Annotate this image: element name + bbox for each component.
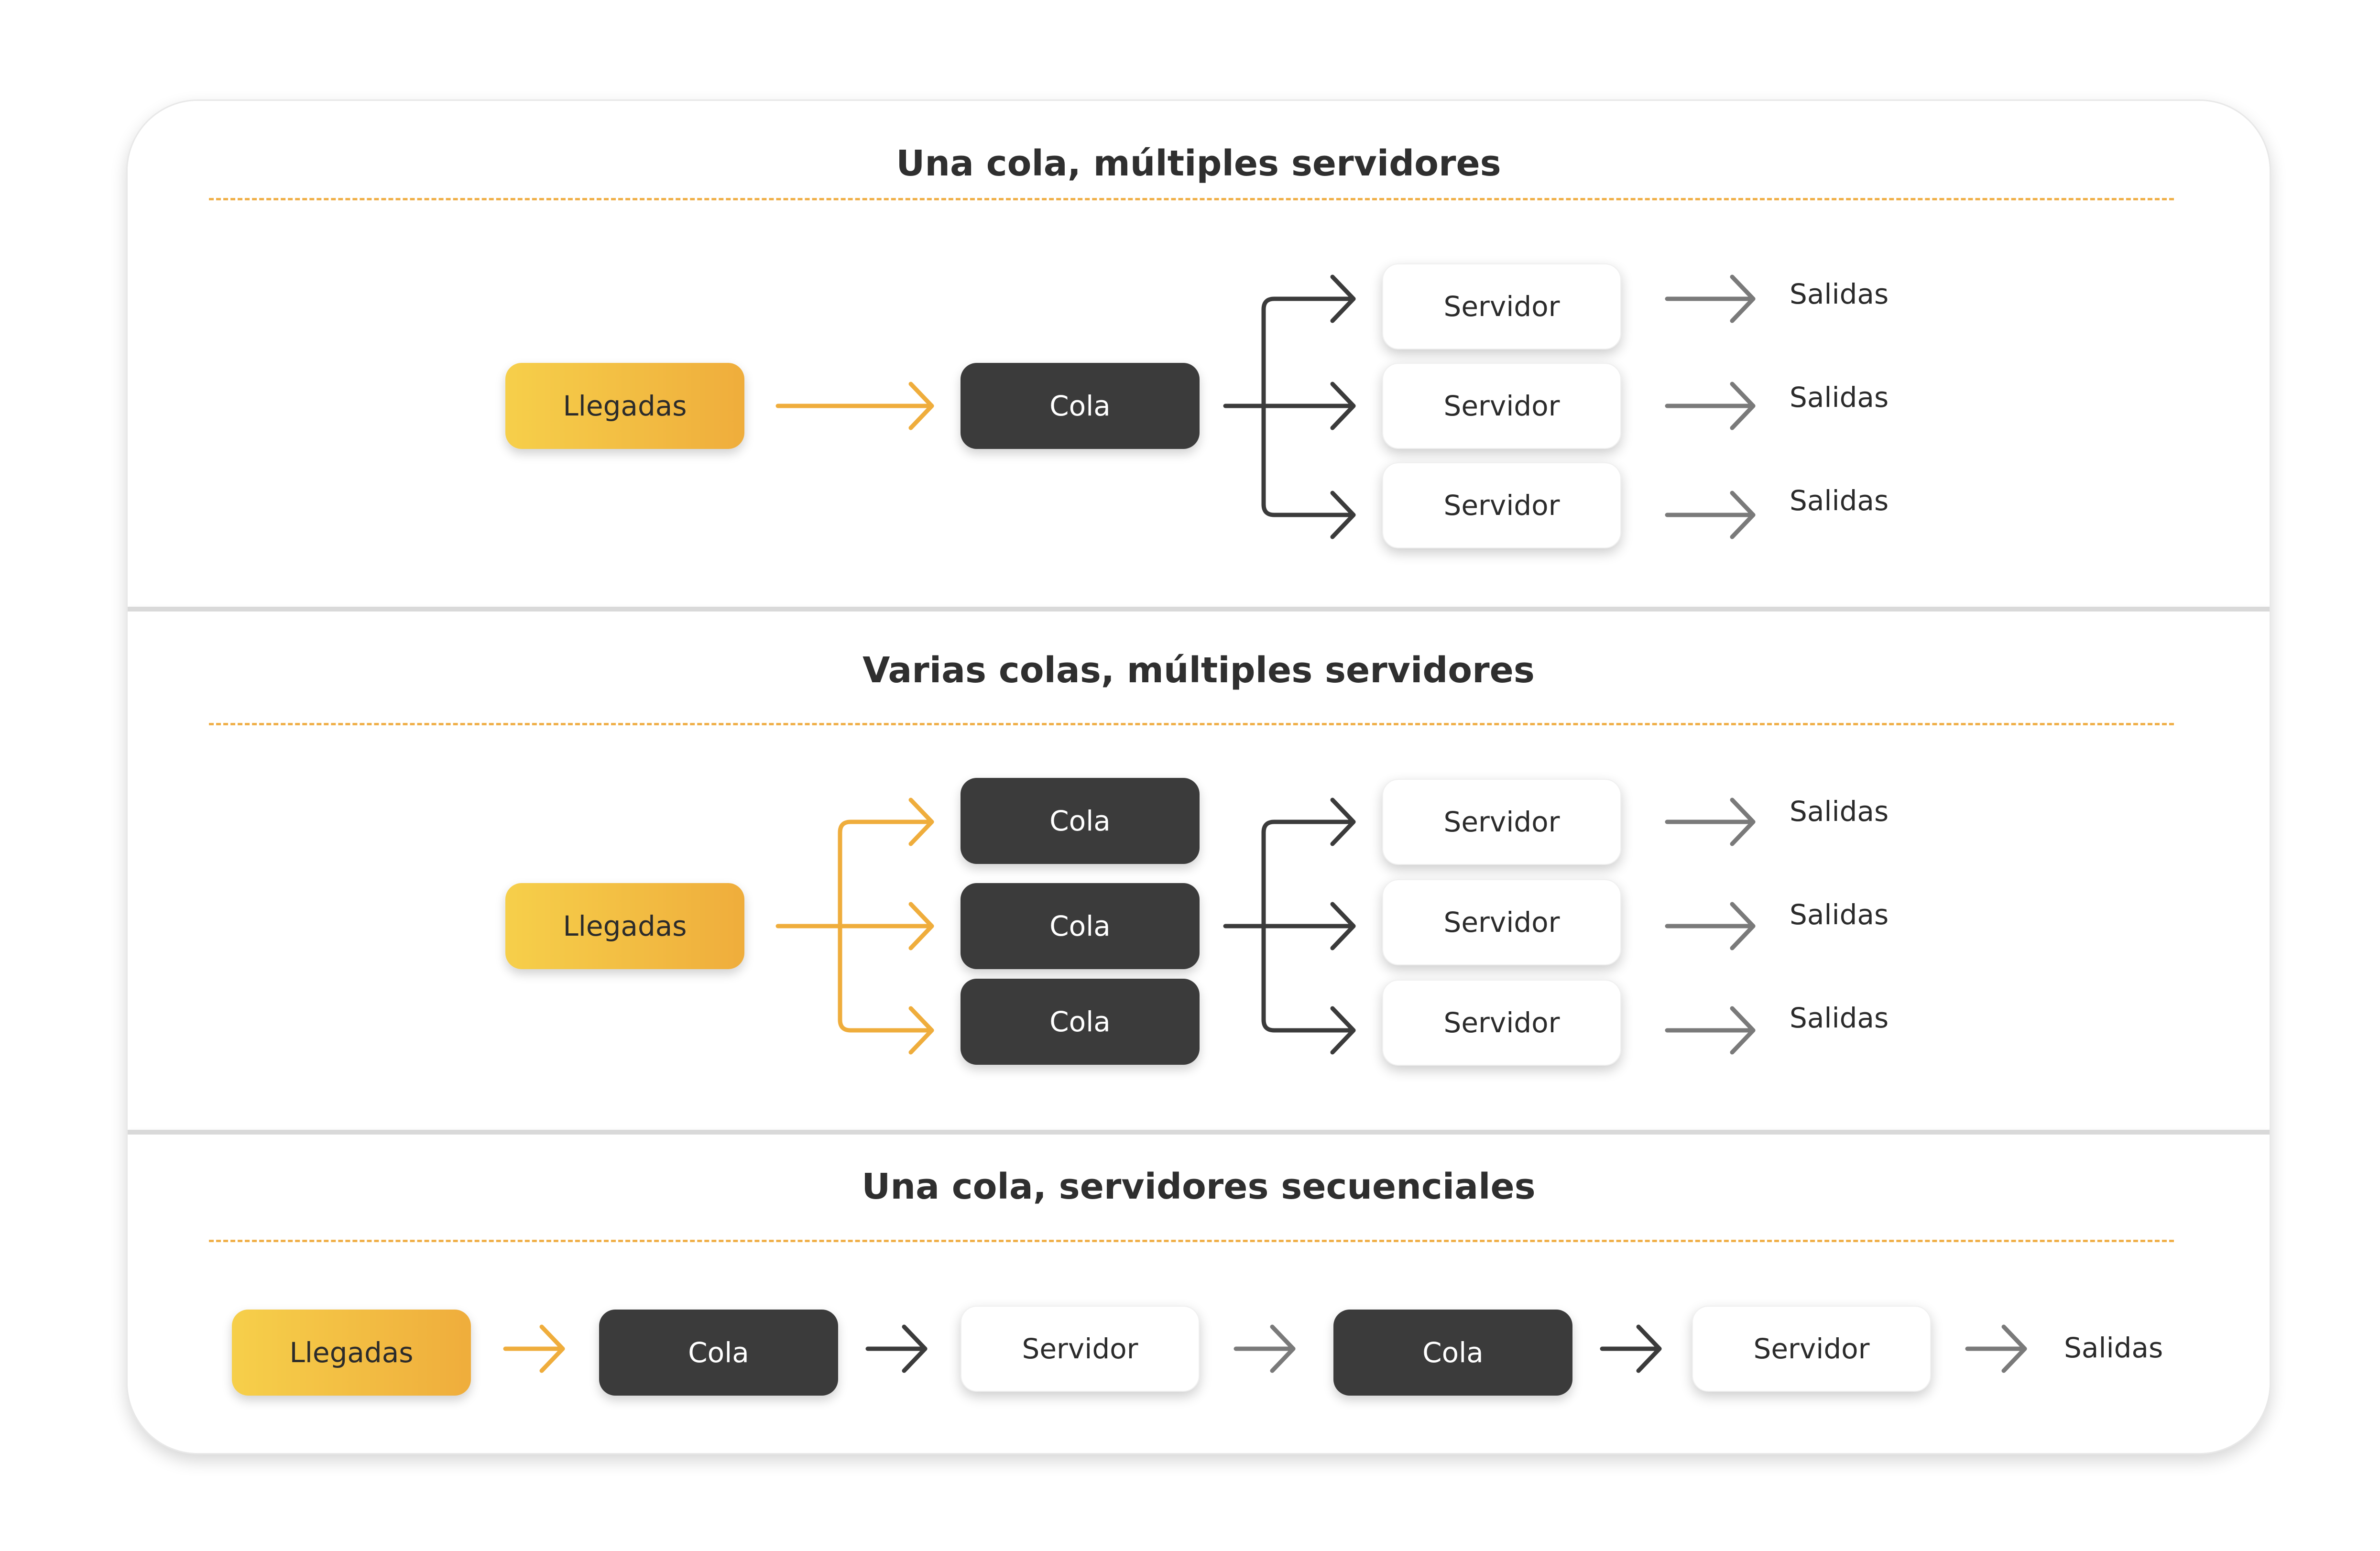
server-box: Servidor [1382,779,1621,865]
section-single-queue-multi-server: Una cola, múltiples servidores Llegadas … [128,101,2270,609]
arrivals-box: Llegadas [232,1310,471,1396]
server-box: Servidor [1382,879,1621,965]
server-box: Servidor [1692,1306,1931,1392]
outputs-label: Salidas [1790,381,1889,414]
queue-box: Cola [961,778,1200,864]
outputs-label: Salidas [1790,795,1889,828]
section-title: Una cola, múltiples servidores [896,143,1501,184]
server-box: Servidor [1382,462,1621,548]
outputs-label: Salidas [1790,278,1889,310]
server-box: Servidor [1382,363,1621,449]
arrivals-box: Llegadas [505,883,744,969]
server-box: Servidor [1382,263,1621,350]
queue-box: Cola [1333,1310,1572,1396]
outputs-label: Salidas [1790,484,1889,517]
dashed-separator [209,723,2174,725]
queue-box: Cola [961,979,1200,1065]
queue-box: Cola [961,883,1200,969]
outputs-label: Salidas [1790,898,1889,931]
queue-box: Cola [599,1310,838,1396]
outputs-label: Salidas [2064,1332,2163,1364]
section-divider [128,1130,2270,1135]
dashed-separator [209,1240,2174,1242]
queue-box: Cola [961,363,1200,449]
diagram-card: Una cola, múltiples servidores Llegadas … [126,99,2271,1454]
server-box: Servidor [961,1306,1200,1392]
section-single-queue-sequential-servers: Una cola, servidores secuenciales Llegad… [128,1135,2270,1453]
section-title: Una cola, servidores secuenciales [862,1166,1536,1207]
section-divider [128,607,2270,612]
section-multi-queue-multi-server: Varias colas, múltiples servidores Llega… [128,612,2270,1133]
arrivals-box: Llegadas [505,363,744,449]
outputs-label: Salidas [1790,1002,1889,1034]
section-title: Varias colas, múltiples servidores [862,650,1535,691]
dashed-separator [209,198,2174,200]
server-box: Servidor [1382,980,1621,1066]
